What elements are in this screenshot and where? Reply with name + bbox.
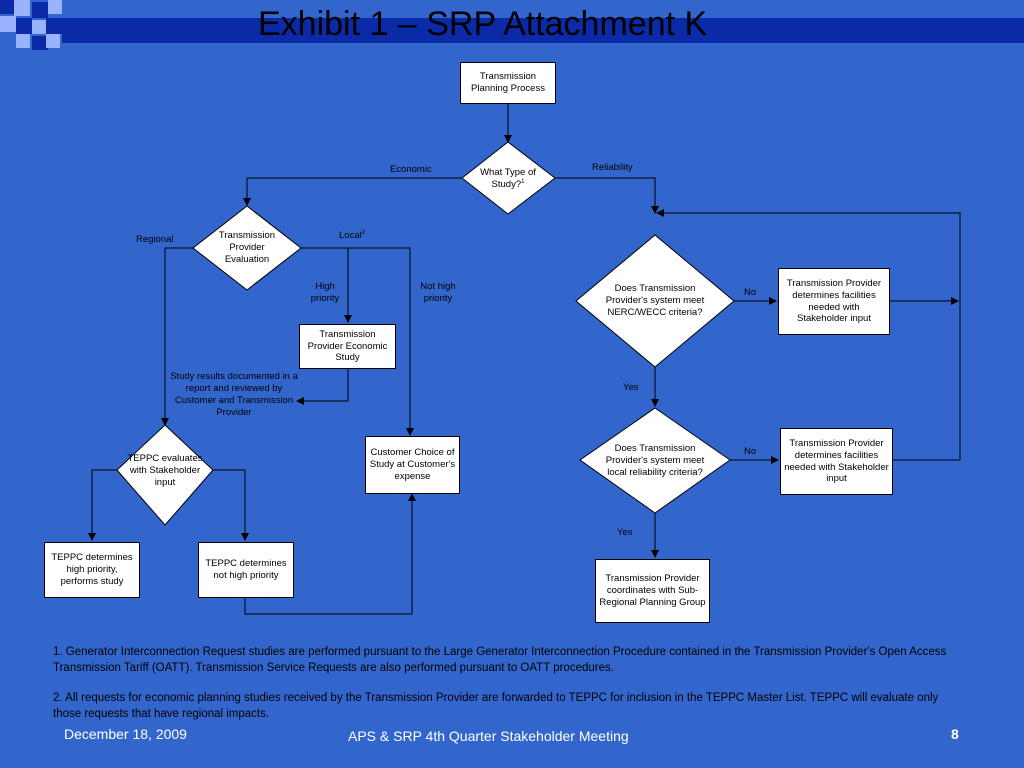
label-reliability: Reliability — [592, 162, 633, 173]
box-tp-coordinates: Transmission Provider coordinates with S… — [595, 559, 710, 623]
footnote-2: 2. All requests for economic planning st… — [53, 692, 939, 720]
label-nerc-no: No — [744, 287, 757, 298]
diamond-tp-evaluation — [192, 205, 302, 291]
label-not-high-priority: Not high priority — [420, 281, 456, 304]
footer-meeting: APS & SRP 4th Quarter Stakeholder Meetin… — [348, 728, 629, 744]
label-local-no: No — [744, 446, 757, 457]
label-regional: Regional — [136, 234, 174, 245]
label-local: Local2 — [339, 230, 366, 242]
connector-to-customer-choice — [244, 493, 416, 615]
footer-date: December 18, 2009 — [64, 726, 187, 742]
text-teppc-evaluation: TEPPC evaluates with Stakeholder input — [127, 453, 203, 488]
text-nerc-criteria: Does Transmission Provider's system meet… — [605, 283, 705, 318]
box-tp-economic-study: Transmission Provider Economic Study — [299, 324, 396, 369]
slide-title: Exhibit 1 – SRP Attachment K — [258, 5, 708, 43]
label-nerc-yes: Yes — [623, 382, 639, 393]
connector-regional — [161, 247, 193, 426]
diamond-nerc-criteria — [575, 234, 735, 368]
footnote-1: 1. Generator Interconnection Request stu… — [53, 646, 947, 674]
title-bar — [62, 18, 1024, 43]
label-high-priority: High priority — [310, 281, 340, 304]
box-customer-choice: Customer Choice of Study at Customer's e… — [365, 436, 460, 494]
diamond-local-criteria — [579, 407, 731, 514]
label-local-yes: Yes — [617, 527, 633, 538]
label-study-results: Study results documented in a report and… — [170, 371, 298, 418]
box-teppc-high-priority: TEPPC determines high priority, performs… — [44, 542, 140, 598]
text-tp-evaluation: Transmission Provider Evaluation — [218, 230, 276, 265]
text-local-criteria: Does Transmission Provider's system meet… — [605, 443, 705, 478]
box-transmission-planning-process: Transmission Planning Process — [460, 62, 556, 104]
connector-teppc-not-high — [213, 469, 249, 541]
text-study-type: What Type of Study?1 — [480, 167, 536, 191]
connector-study-results — [296, 369, 349, 405]
footer-page-number: 8 — [951, 726, 959, 742]
label-economic: Economic — [390, 164, 432, 175]
box-teppc-not-high-priority: TEPPC determines not high priority — [198, 542, 294, 598]
connector-reliability — [555, 177, 659, 214]
connector-teppc-high — [88, 469, 117, 541]
connector-loop-top — [656, 209, 961, 460]
box-tp-facilities-2: Transmission Provider determines facilit… — [780, 428, 893, 495]
connector-local-not-high — [301, 247, 414, 436]
connector-economic — [243, 177, 462, 206]
diamond-teppc-evaluation — [116, 424, 214, 526]
box-tp-facilities-1: Transmission Provider determines facilit… — [778, 268, 890, 335]
diamond-study-type — [461, 141, 556, 215]
